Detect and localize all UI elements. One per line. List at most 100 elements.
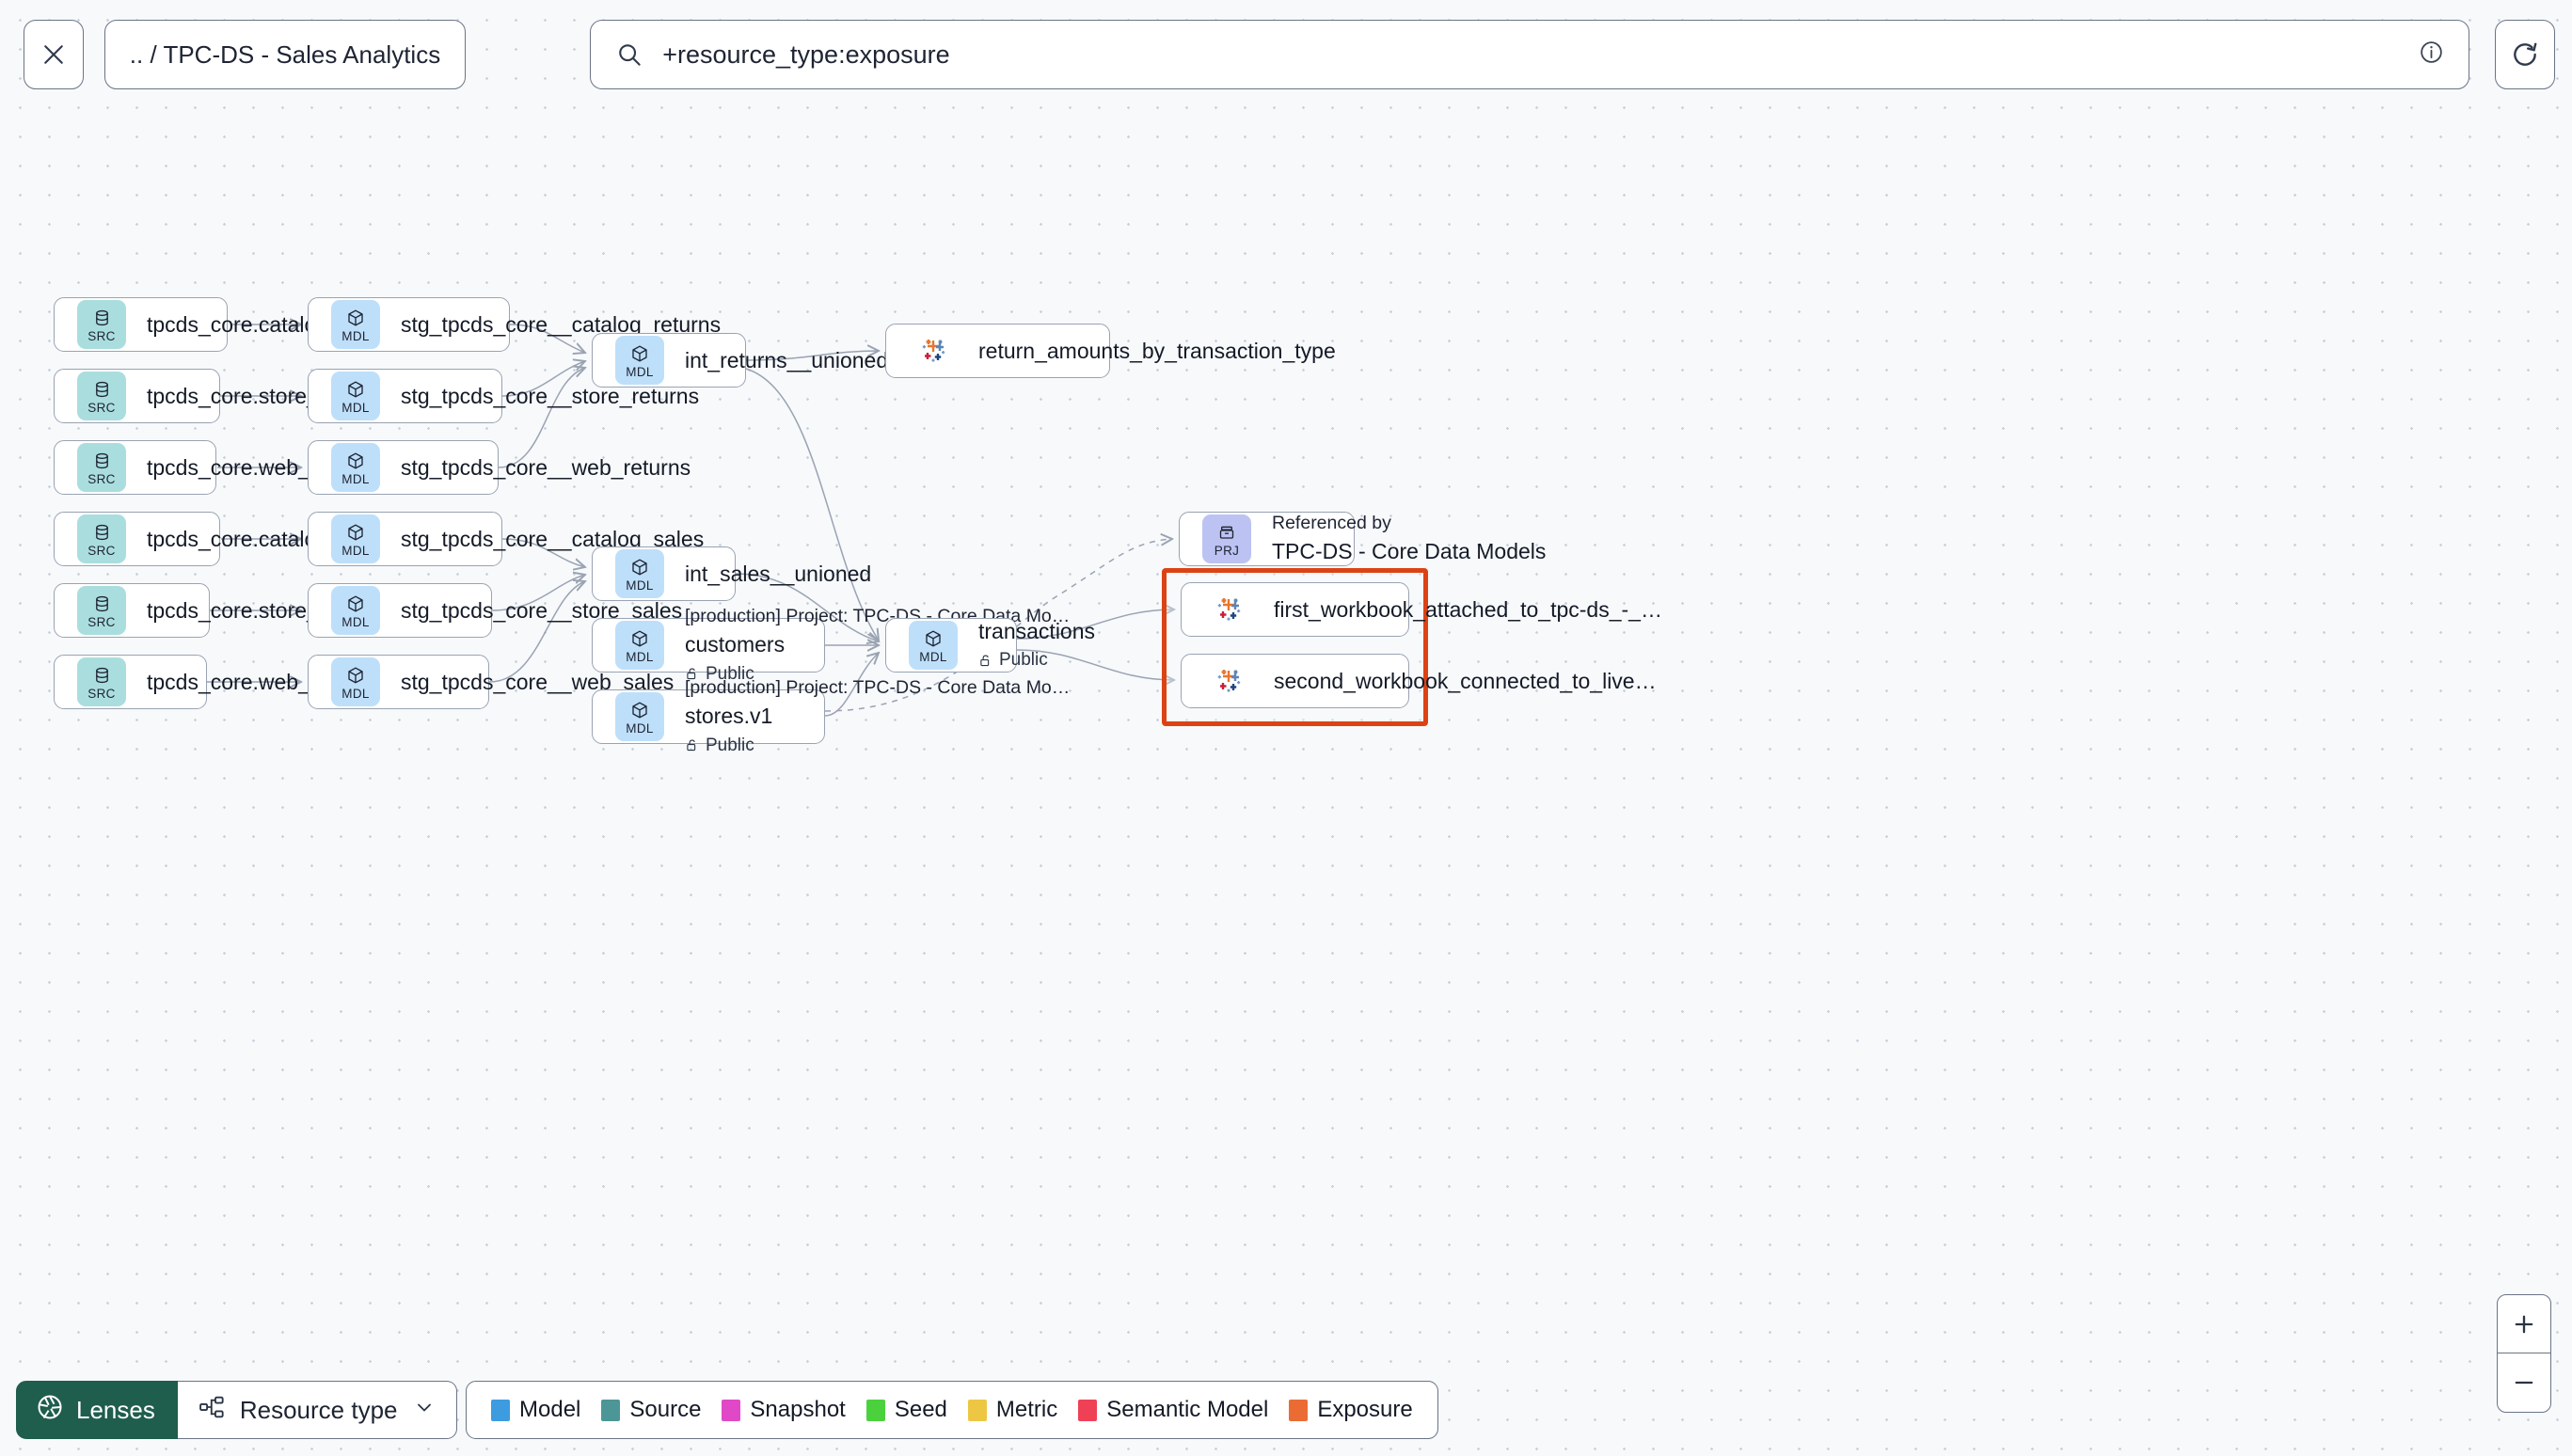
- resource-type-label: Resource type: [239, 1395, 398, 1424]
- mdl-badge: MDL: [615, 692, 664, 741]
- node-model-staging[interactable]: MDL stg_tpcds_core__web_returns: [308, 440, 691, 495]
- legend-swatch-metric: [967, 1399, 987, 1421]
- hierarchy-icon: [198, 1394, 225, 1427]
- zoom-controls: [2497, 1294, 2551, 1413]
- access-label: Public: [999, 650, 1048, 671]
- node-model-staging[interactable]: MDL stg_tpcds_core__catalog_returns: [308, 297, 721, 352]
- node-label: transactions: [978, 619, 1096, 644]
- legend-item[interactable]: Semantic Model: [1078, 1397, 1268, 1423]
- node-exposure[interactable]: second_workbook_connected_to_live…: [1181, 654, 1657, 708]
- legend-swatch-source: [601, 1399, 621, 1421]
- unlock-icon: [687, 668, 696, 680]
- node-model-staging[interactable]: MDL stg_tpcds_core__store_sales: [308, 583, 682, 638]
- legend-item[interactable]: Source: [601, 1397, 701, 1423]
- legend-label: Exposure: [1317, 1397, 1413, 1422]
- node-label: stg_tpcds_core__catalog_returns: [401, 311, 722, 337]
- node-source[interactable]: SRC tpcds_core.store_returns: [54, 369, 386, 423]
- mdl-badge: MDL: [331, 372, 380, 420]
- node-label: stg_tpcds_core__web_returns: [401, 454, 691, 480]
- cube-icon: [346, 521, 365, 544]
- mdl-badge: MDL: [331, 300, 380, 349]
- database-icon: [93, 378, 111, 401]
- breadcrumb[interactable]: .. / TPC-DS - Sales Analytics: [103, 20, 467, 89]
- node-label: first_workbook_attached_to_tpc-ds_-_…: [1274, 596, 1662, 622]
- mdl-badge: MDL: [909, 621, 958, 670]
- unlock-icon: [980, 655, 990, 667]
- database-icon: [93, 521, 111, 544]
- node-model-project[interactable]: MDL [production] Project: TPC-DS - Core …: [592, 677, 1070, 755]
- node-model-staging[interactable]: MDL stg_tpcds_core__web_sales: [308, 655, 674, 709]
- graph-canvas[interactable]: SRC tpcds_core.catalog_returns SRC tpcds…: [0, 109, 2572, 1456]
- legend-swatch-snapshot: [722, 1399, 741, 1421]
- aperture-icon: [36, 1393, 64, 1428]
- node-model-intermediate[interactable]: MDL int_sales__unioned: [592, 546, 871, 601]
- cube-icon: [630, 556, 649, 578]
- app-header: .. / TPC-DS - Sales Analytics +resource_…: [0, 0, 2572, 109]
- cube-icon: [346, 664, 365, 687]
- exposure-badge: [909, 326, 958, 375]
- node-model-project[interactable]: MDL [production] Project: TPC-DS - Core …: [592, 606, 1070, 684]
- cube-icon: [630, 342, 649, 365]
- zoom-out-button[interactable]: [2498, 1353, 2550, 1412]
- resource-type-legend: Model Source Snapshot Seed Metric Semant…: [466, 1381, 1438, 1439]
- legend-label: Metric: [995, 1397, 1058, 1422]
- mdl-badge-text: MDL: [626, 364, 654, 379]
- mdl-badge-text: MDL: [626, 649, 654, 664]
- node-source[interactable]: SRC tpcds_core.catalog_sales: [54, 512, 391, 566]
- database-icon: [93, 450, 111, 472]
- search-input[interactable]: +resource_type:exposure: [662, 40, 950, 69]
- close-button[interactable]: [24, 20, 84, 89]
- node-source[interactable]: SRC tpcds_core.store_sales: [54, 583, 370, 638]
- node-source[interactable]: SRC tpcds_core.web_sales: [54, 655, 361, 709]
- node-exposure-metric[interactable]: return_amounts_by_transaction_type: [885, 324, 1336, 378]
- unlock-icon: [687, 739, 696, 752]
- src-badge-text: SRC: [87, 614, 116, 629]
- node-text-block: transactions Public: [978, 616, 1095, 674]
- breadcrumb-label: .. / TPC-DS - Sales Analytics: [129, 40, 441, 69]
- prj-badge-text: PRJ: [1214, 543, 1240, 558]
- refresh-button[interactable]: [2495, 20, 2555, 89]
- tableau-icon: [1213, 663, 1245, 699]
- legend-item[interactable]: Snapshot: [722, 1397, 846, 1423]
- mdl-badge-text: MDL: [341, 543, 370, 558]
- legend-swatch-seed: [865, 1399, 885, 1421]
- resource-type-dropdown[interactable]: Resource type: [177, 1381, 457, 1439]
- lenses-label: Lenses: [76, 1395, 155, 1424]
- node-text-block: [production] Project: TPC-DS - Core Data…: [685, 674, 1070, 759]
- zoom-in-button[interactable]: [2498, 1295, 2550, 1353]
- node-model-transactions[interactable]: MDL transactions Public: [885, 618, 1095, 673]
- mdl-badge: MDL: [331, 514, 380, 563]
- mdl-badge-text: MDL: [341, 400, 370, 415]
- mdl-badge: MDL: [615, 336, 664, 385]
- node-label: int_sales__unioned: [685, 561, 872, 586]
- tableau-icon: [1213, 592, 1245, 627]
- cube-icon: [346, 307, 365, 329]
- legend-item[interactable]: Metric: [967, 1397, 1058, 1423]
- src-badge-text: SRC: [87, 543, 116, 558]
- legend-swatch-semantic-model: [1078, 1399, 1098, 1421]
- lenses-button[interactable]: Lenses: [16, 1381, 178, 1439]
- mdl-badge-text: MDL: [341, 328, 370, 343]
- node-model-staging[interactable]: MDL stg_tpcds_core__catalog_sales: [308, 512, 704, 566]
- prj-badge: PRJ: [1202, 514, 1251, 563]
- archive-box-icon: [1217, 521, 1236, 544]
- node-label: int_returns__unioned: [685, 347, 889, 372]
- node-model-staging[interactable]: MDL stg_tpcds_core__store_returns: [308, 369, 699, 423]
- legend-item[interactable]: Exposure: [1289, 1397, 1413, 1423]
- src-badge: SRC: [77, 657, 126, 706]
- plus-cluster-icon: [1217, 598, 1241, 621]
- search-bar[interactable]: +resource_type:exposure: [590, 20, 2470, 89]
- info-icon[interactable]: [2419, 40, 2444, 70]
- cube-icon: [630, 699, 649, 721]
- legend-label: Semantic Model: [1106, 1397, 1269, 1422]
- node-project-reference[interactable]: PRJ Referenced by TPC-DS - Core Data Mod…: [1179, 512, 1546, 566]
- legend-item[interactable]: Seed: [865, 1397, 947, 1423]
- node-label: second_workbook_connected_to_live…: [1274, 668, 1657, 693]
- node-source[interactable]: SRC tpcds_core.web_returns: [54, 440, 377, 495]
- src-badge: SRC: [77, 300, 126, 349]
- node-source[interactable]: SRC tpcds_core.catalog_returns: [54, 297, 407, 352]
- node-exposure[interactable]: first_workbook_attached_to_tpc-ds_-_…: [1181, 582, 1662, 637]
- legend-item[interactable]: Model: [491, 1397, 580, 1423]
- mdl-badge-text: MDL: [341, 614, 370, 629]
- node-model-intermediate[interactable]: MDL int_returns__unioned: [592, 333, 888, 388]
